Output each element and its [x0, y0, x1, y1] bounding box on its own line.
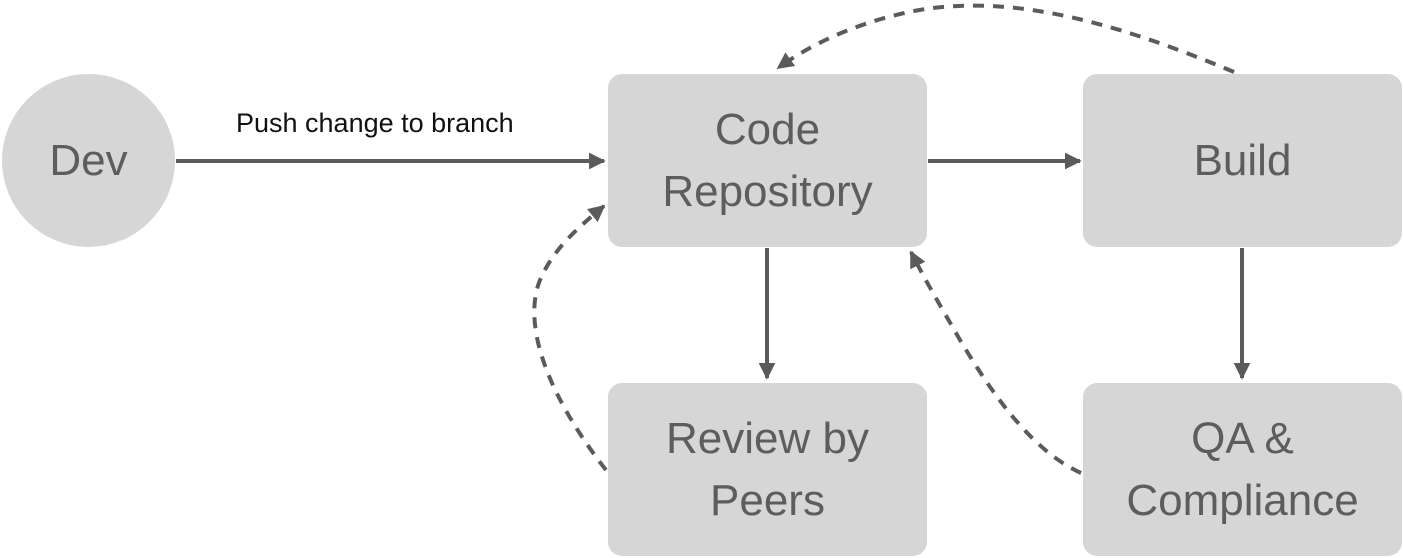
node-qa-label: QA & Compliance	[1126, 408, 1358, 532]
node-build-label: Build	[1193, 135, 1292, 185]
node-code-repository-label: Code Repository	[662, 99, 872, 223]
node-qa-compliance: QA & Compliance	[1083, 383, 1402, 556]
node-dev: Dev	[2, 74, 175, 247]
node-qa-line1: QA &	[1191, 413, 1294, 463]
node-qa-line2: Compliance	[1126, 475, 1359, 525]
node-code-repository-line1: Code	[714, 104, 821, 154]
node-build: Build	[1083, 74, 1402, 247]
node-review-line2: Peers	[710, 475, 825, 525]
node-code-repository: Code Repository	[608, 74, 927, 247]
node-review-line1: Review by	[666, 413, 869, 463]
node-dev-label: Dev	[49, 135, 128, 185]
node-code-repository-line2: Repository	[662, 166, 873, 216]
edge-review-to-repo-feedback	[532, 204, 608, 472]
node-review-label: Review by Peers	[666, 408, 869, 532]
edge-qa-to-repo-feedback	[909, 250, 1082, 475]
node-review-by-peers: Review by Peers	[608, 383, 927, 556]
edge-label-push-change: Push change to branch	[236, 108, 514, 138]
edge-build-to-repo-feedback	[776, 3, 1235, 74]
